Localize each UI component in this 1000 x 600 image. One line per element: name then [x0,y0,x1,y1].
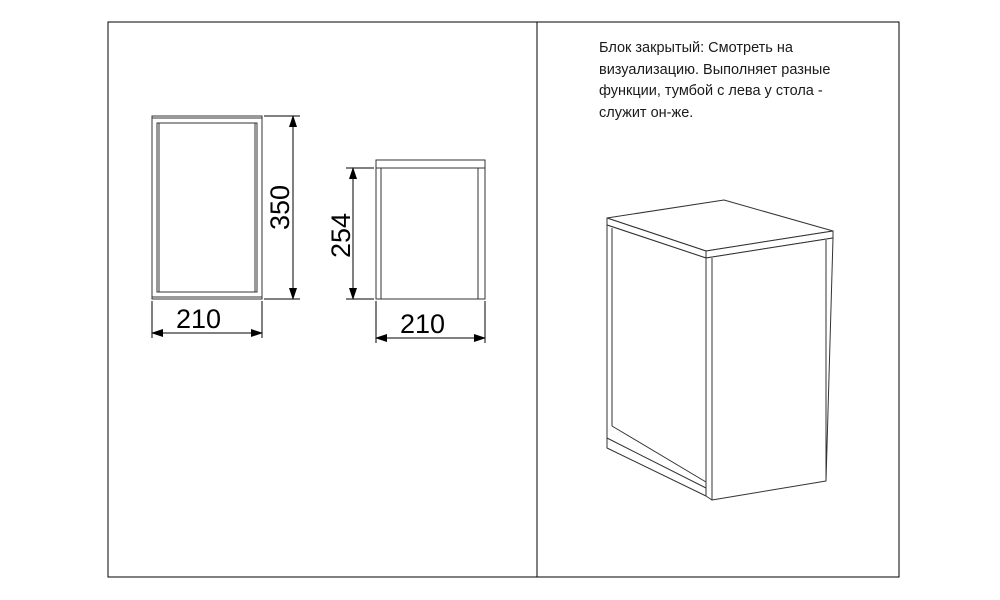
isometric-front-panel [705,237,834,501]
side-width-dimension [375,301,486,343]
front-height-dimension [264,115,300,300]
note-line-3: функции, тумбой с лева у стола - [599,83,823,99]
sheet-frame [107,21,900,578]
front-width-dimension [151,301,263,338]
isometric-side-bottom [606,437,707,489]
isometric-side-bottom-inner [611,425,707,483]
side-width-label: 210 [400,309,445,339]
note-line-1: Блок закрытый: Смотреть на [599,40,793,56]
front-width-label: 210 [176,304,221,334]
isometric-cabinet [606,199,834,501]
note-line-4: служит он-же. [599,104,694,121]
side-height-label: 254 [326,213,356,258]
side-height-dimension [346,167,374,300]
side-view-outline [375,159,486,300]
front-view-inner [156,122,258,293]
description-note: Блок закрытый: Смотреть на визуализацию.… [599,38,869,124]
side-view [375,159,486,300]
front-height-label: 350 [265,185,295,230]
isometric-side-panel [606,224,707,497]
note-line-2: визуализацию. Выполняет разные [599,61,831,78]
front-view-outline [151,115,263,300]
front-view [151,115,263,300]
